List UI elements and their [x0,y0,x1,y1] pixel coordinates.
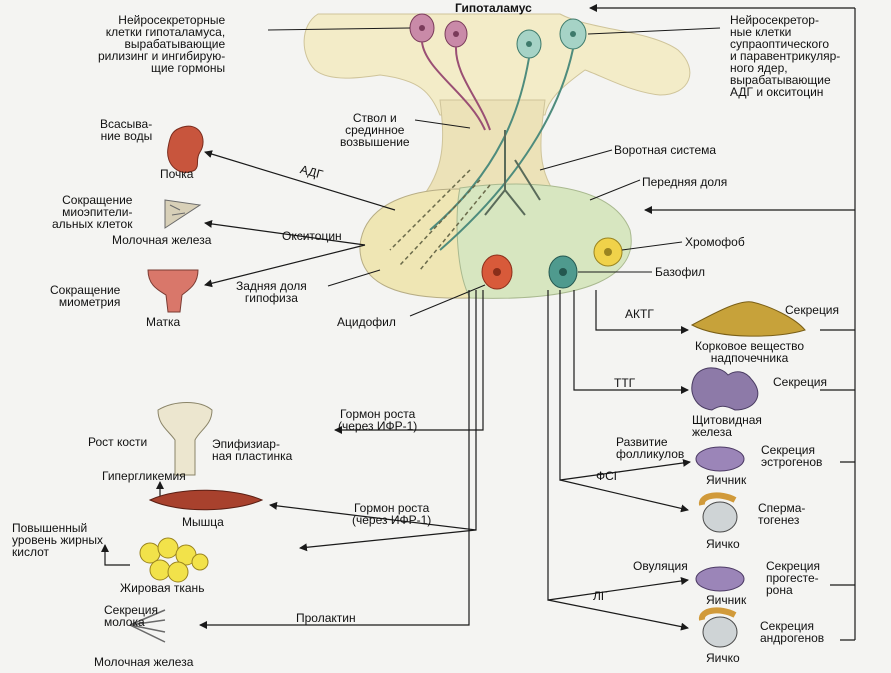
label-mammary-gland-1: Молочная железа [112,233,212,247]
label-hyperglycemia: Гипергликемия [102,469,186,483]
label-posterior-lobe: Задняя доля гипофиза [236,279,307,305]
ovary-icon-2 [695,566,745,592]
pointer-neurosecretory-left [267,27,411,31]
adrenal-cortex-icon [690,301,806,337]
uterus-icon [147,269,199,313]
label-chromophobe: Хромофоб [685,235,745,249]
label-secretion-androgens: Секреция андрогенов [760,619,825,645]
label-thyroid: Щитовидная железа [692,413,762,439]
pointer-posterior [327,269,381,287]
testis-icon-1 [702,501,738,533]
label-ovary-2: Яичник [706,593,747,607]
label-uterus: Матка [146,315,181,329]
arrow-fsh-testis [559,479,689,513]
ovary-icon-1 [695,446,745,472]
muscle-icon [148,489,264,511]
label-acidophil: Ацидофил [337,315,396,329]
label-prolactin: Пролактин [296,611,356,625]
arrow-tsh [573,290,689,394]
label-growth-hormone-1: Гормон роста (через ИФР-1) [338,407,418,433]
label-fsh: ФСГ [596,469,621,483]
pointer-anterior [589,179,641,201]
mammary-gland-icon-2 [129,609,166,643]
pointer-stem [414,119,471,129]
label-muscle: Мышца [182,515,224,529]
portal-vessels [484,130,541,216]
label-myometrium: Сокращение миометрия [50,283,121,309]
label-adipose: Жировая ткань [120,581,205,595]
label-testis-2: Яичко [706,651,740,665]
label-hypothalamus: Гипоталамус [455,1,532,15]
posterior-fibers [389,169,491,271]
arrow-acth [595,290,689,334]
bone-icon [157,402,213,476]
neurosecretory-cells-left [409,13,491,131]
pointer-acidophil [409,284,486,317]
arrow-prolactin [199,290,470,629]
label-mammary-gland-2: Молочная железа [94,655,194,669]
label-fatty-acids: Повышенный уровень жирных кислот [12,521,103,559]
label-testis-1: Яичко [706,537,740,551]
label-milk-secretion: Секреция молока [104,603,159,629]
label-adrenal-cortex: Корковое вещество надпочечника [695,339,805,365]
label-neurosecretory-left: Нейросекреторные клетки гипоталамуса, вы… [98,13,226,75]
arrow-adh [204,150,396,211]
label-acth: АКТГ [625,307,654,321]
label-secretion-progesterone: Секреция прогесте- рона [766,559,821,597]
label-kidney: Почка [160,167,194,181]
mammary-gland-icon-1 [164,199,202,229]
arrow-fatty-acids [101,544,130,566]
label-bone-growth: Рост кости [88,435,148,449]
label-spermatogenesis: Сперма- тогенез [758,501,806,527]
label-growth-hormone-2: Гормон роста (через ИФР-1) [352,501,432,527]
adipose-icon [139,537,209,583]
arrow-oxytocin-uterus [204,244,366,288]
label-oxytocin: Окситоцин [282,229,342,243]
label-lh: ЛГ [593,589,608,603]
testis-icon-2 [702,616,738,648]
label-stem: Ствол и срединное возвышение [340,111,410,149]
label-secretion-2: Секреция [773,375,828,389]
arrow-lh-testis [547,599,689,631]
label-secretion-1: Секреция [785,303,840,317]
pointer-chromophobe [621,241,683,251]
label-tsh: ТТГ [614,376,636,390]
arrow-gh-fat [299,529,477,552]
label-anterior-lobe: Передняя доля [642,175,728,189]
label-ovulation: Овуляция [633,559,688,573]
label-basophil: Базофил [655,265,706,279]
pointer-portal [539,149,613,171]
arrow-gh-bone [334,290,484,434]
label-portal-system: Воротная система [614,143,717,157]
label-myoepithelial: Сокращение миоэпители- альных клеток [52,193,133,231]
kidney-icon [167,125,204,173]
thyroid-icon [691,367,759,411]
label-water-absorption: Всасыва- ние воды [100,117,153,143]
neurosecretory-cells-right [429,18,587,251]
label-ovary-1: Яичник [706,473,747,487]
pointer-neurosecretory-right [587,27,721,35]
label-secretion-estrogens: Секреция эстрогенов [761,443,823,469]
label-epiphyseal-plate: Эпифизиар- ная пластинка [212,437,293,463]
label-neurosecretory-right: Нейросекретор- ные клетки супраоптическо… [730,13,841,99]
arrow-oxytocin-mammary [204,219,366,246]
hypothalamus-shape [303,13,691,116]
label-follicle-development: Развитие фолликулов [616,435,685,461]
